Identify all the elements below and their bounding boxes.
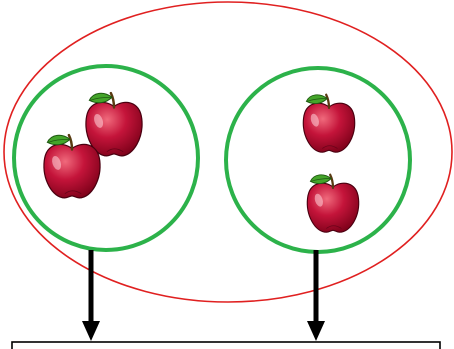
apple-icon xyxy=(303,95,354,153)
apple-icon xyxy=(86,93,142,156)
left-arrow xyxy=(82,250,100,341)
right-arrow xyxy=(307,250,325,341)
apple-icon xyxy=(307,175,358,233)
result-box xyxy=(12,342,440,349)
